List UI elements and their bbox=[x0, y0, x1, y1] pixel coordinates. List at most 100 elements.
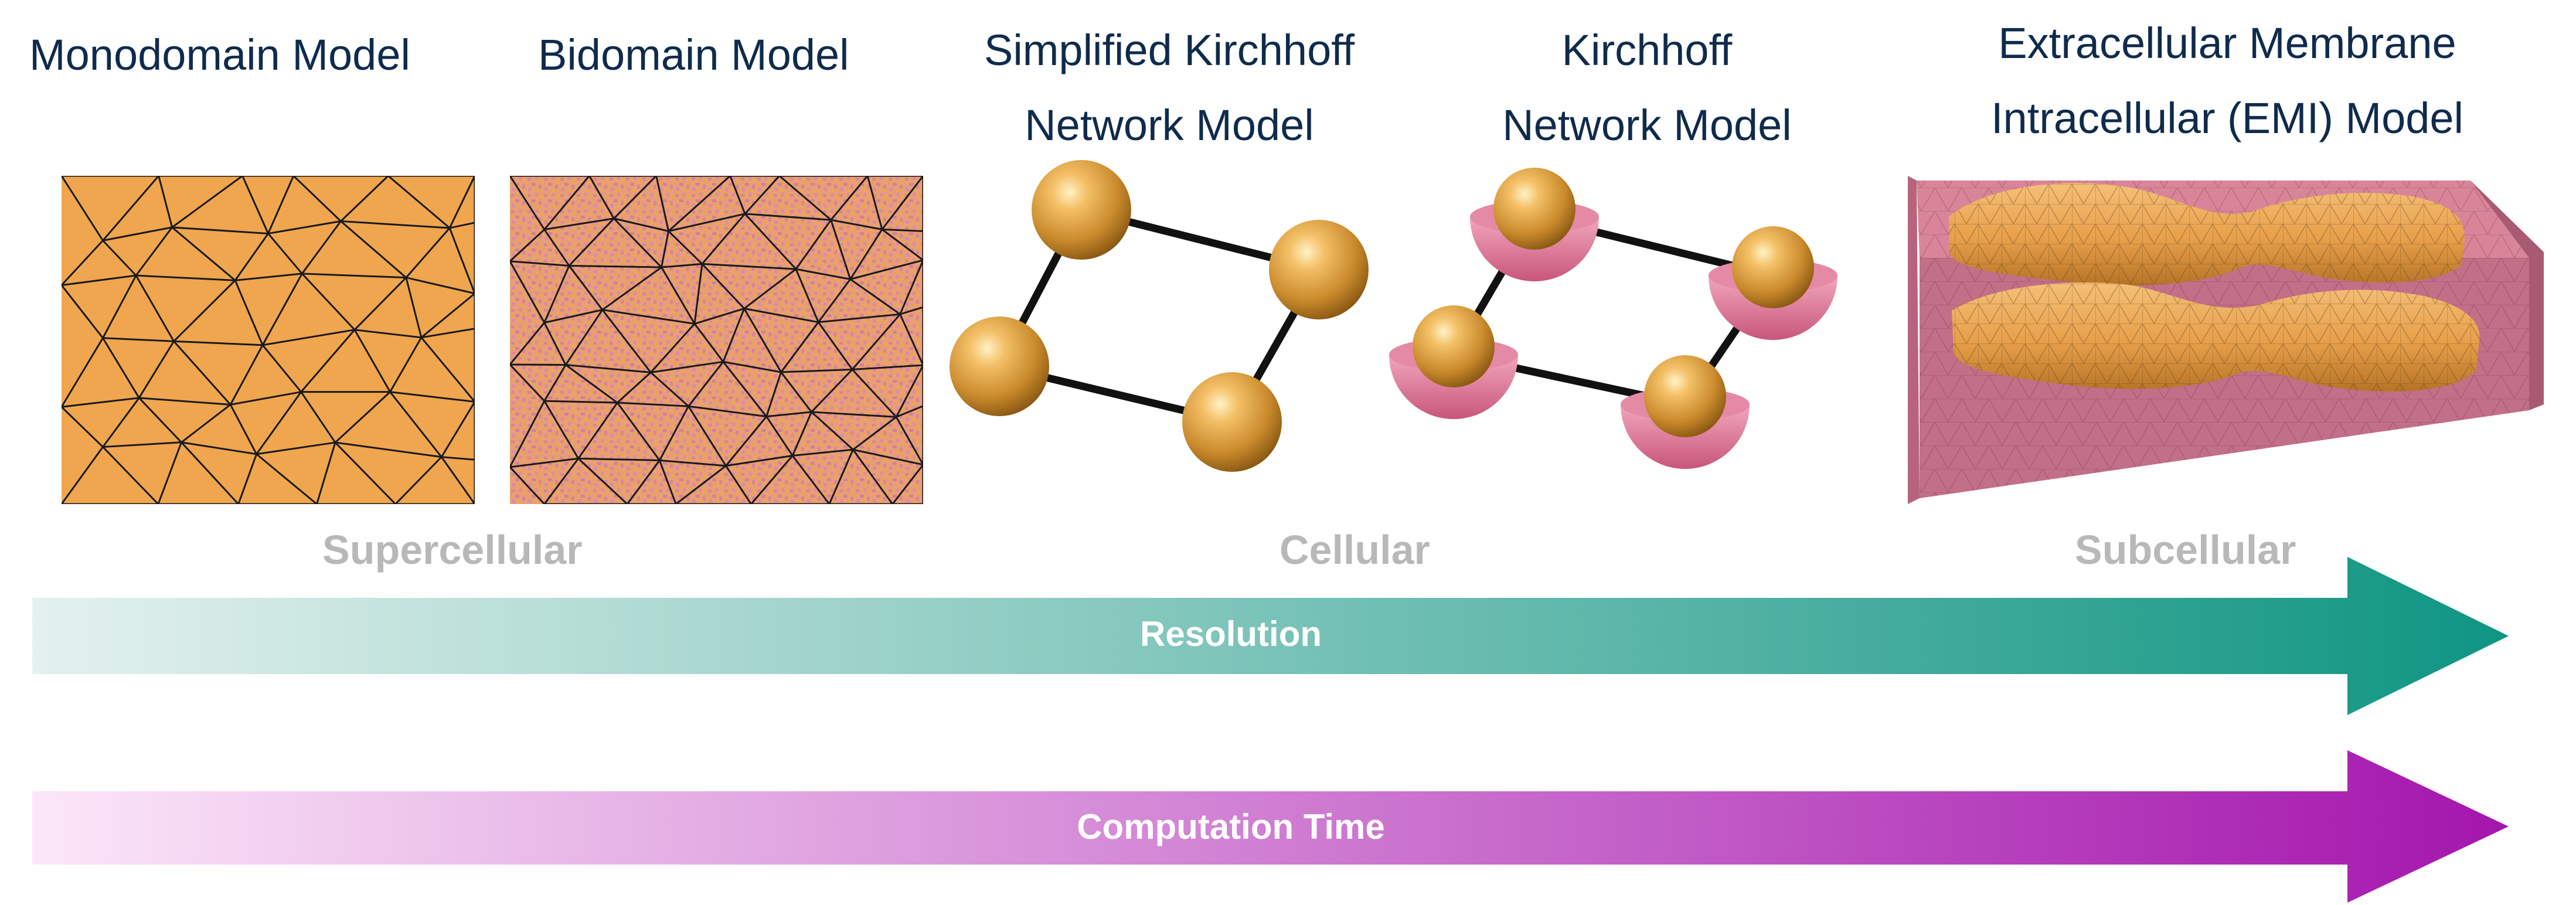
extracellular-box-left-face bbox=[1908, 176, 1920, 504]
mesh-edge bbox=[103, 337, 174, 342]
mesh-edge bbox=[668, 213, 746, 232]
mesh-edge bbox=[138, 341, 175, 399]
mesh-edge bbox=[449, 222, 475, 229]
mesh-edge bbox=[613, 217, 669, 232]
mesh-edge bbox=[744, 213, 831, 221]
kirchhoff-title: Kirchhoff Network Model bbox=[1448, 13, 1846, 163]
mesh-edge bbox=[661, 231, 670, 268]
scale-label-cellular: Cellular bbox=[1280, 527, 1430, 573]
mesh-edge bbox=[387, 176, 451, 229]
mesh-edge bbox=[702, 263, 797, 270]
mesh-edge bbox=[617, 402, 661, 461]
mesh-edge bbox=[62, 337, 104, 408]
mesh-edge bbox=[830, 176, 869, 221]
mesh-edge bbox=[262, 329, 355, 346]
mesh-edge bbox=[301, 273, 356, 331]
mesh-edge bbox=[510, 260, 570, 267]
mesh-edge bbox=[899, 260, 923, 315]
mesh-edge bbox=[171, 226, 236, 281]
mesh-edge bbox=[852, 364, 923, 370]
mesh-edge bbox=[103, 226, 172, 241]
mesh-edge bbox=[852, 449, 893, 504]
mesh-edge bbox=[292, 176, 342, 222]
mesh-edge bbox=[851, 369, 897, 418]
mesh-edge bbox=[268, 220, 341, 234]
mesh-edge bbox=[171, 176, 243, 229]
mesh-edge bbox=[899, 314, 923, 366]
mesh-edge bbox=[334, 441, 396, 504]
mesh-edge bbox=[138, 397, 182, 443]
mesh-edge bbox=[300, 329, 356, 393]
mesh-edge bbox=[102, 446, 159, 504]
mesh-edge bbox=[659, 406, 689, 461]
mesh-edge bbox=[544, 217, 614, 231]
mesh-edge bbox=[668, 230, 703, 265]
mesh-edge bbox=[811, 411, 897, 418]
mesh-edge bbox=[544, 400, 618, 404]
mesh-edge bbox=[181, 441, 239, 504]
mesh-edge bbox=[795, 268, 819, 323]
computation-time-arrow bbox=[32, 750, 2509, 903]
mesh-edge bbox=[900, 306, 923, 315]
mesh-edge bbox=[420, 292, 475, 338]
mesh-edge bbox=[234, 233, 269, 281]
monodomain-title: Monodomain Model bbox=[29, 18, 410, 93]
mesh-edge bbox=[62, 397, 139, 408]
simplified-kirchhoff-title-line-1: Simplified Kirchhoff bbox=[984, 26, 1355, 74]
scale-label-supercellular: Supercellular bbox=[322, 527, 583, 573]
mesh-edge bbox=[510, 363, 545, 402]
mesh-edge bbox=[448, 227, 475, 294]
mesh-edge bbox=[791, 411, 812, 456]
mesh-edge bbox=[261, 344, 302, 393]
mesh-edge bbox=[613, 217, 662, 268]
mesh-edge bbox=[722, 308, 746, 362]
mesh-edge bbox=[882, 229, 923, 261]
mesh-edge bbox=[62, 240, 104, 286]
mesh-edge bbox=[353, 277, 407, 331]
mesh-edge bbox=[577, 458, 628, 504]
mesh-edge bbox=[701, 213, 746, 265]
mesh-edge bbox=[543, 322, 567, 366]
mesh-edge bbox=[229, 404, 257, 455]
mesh-edge bbox=[510, 260, 546, 324]
mesh-edge bbox=[817, 321, 853, 370]
mesh-edge bbox=[267, 233, 303, 274]
mesh-edge bbox=[135, 274, 236, 281]
cell-sphere bbox=[1182, 372, 1282, 472]
simplified-kirchhoff-title-line-2: Network Model bbox=[1025, 101, 1314, 149]
mesh-edge bbox=[780, 321, 819, 373]
mesh-edge bbox=[726, 454, 793, 467]
mesh-edge bbox=[729, 176, 746, 215]
bidomain-title: Bidomain Model bbox=[538, 18, 849, 93]
mesh-edge bbox=[659, 459, 726, 467]
mesh-edge bbox=[882, 228, 923, 232]
cell-sphere bbox=[1269, 220, 1369, 319]
mesh-edge bbox=[817, 278, 851, 323]
mesh-edge bbox=[241, 176, 269, 234]
bidomain-title-line-1: Bidomain Model bbox=[538, 30, 849, 79]
mesh-edge bbox=[389, 391, 443, 458]
cell-with-membrane bbox=[1709, 226, 1837, 340]
mesh-edge bbox=[135, 275, 175, 342]
mesh-edge bbox=[693, 323, 724, 363]
mesh-edge bbox=[157, 442, 182, 504]
mesh-edge bbox=[818, 313, 900, 324]
mesh-edge bbox=[565, 363, 651, 373]
mesh-edge bbox=[334, 391, 391, 444]
mesh-edge bbox=[316, 442, 336, 504]
cell-with-membrane bbox=[1470, 168, 1599, 281]
mesh-edge bbox=[173, 340, 263, 346]
mesh-edge bbox=[237, 454, 258, 504]
mesh-edge bbox=[881, 176, 923, 230]
mesh-edge bbox=[565, 364, 618, 404]
mesh-edge bbox=[743, 308, 782, 373]
mesh-edge bbox=[744, 176, 780, 215]
mesh-edge bbox=[661, 267, 696, 325]
mesh-edge bbox=[510, 322, 545, 365]
mesh-edge bbox=[267, 176, 295, 234]
mesh-edge bbox=[778, 176, 832, 221]
mesh-edge bbox=[234, 280, 264, 346]
mesh-edge bbox=[828, 449, 854, 504]
cell-with-membrane bbox=[1389, 305, 1518, 419]
mesh-edge bbox=[744, 213, 797, 270]
